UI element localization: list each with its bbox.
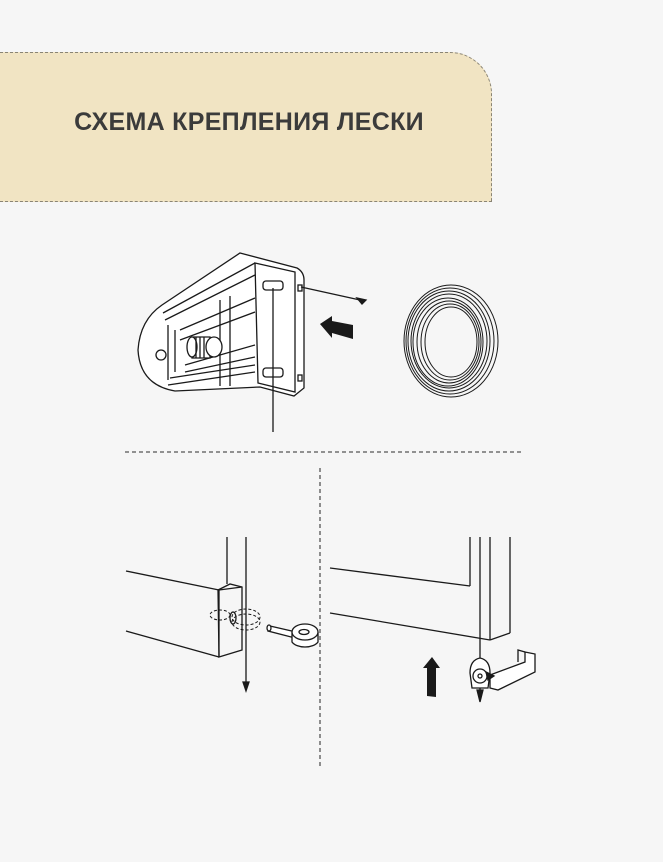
title-banner — [0, 52, 492, 202]
bottom-rail-illustration — [125, 537, 261, 694]
bracket-illustration — [137, 252, 305, 432]
arrow-up-icon — [423, 657, 440, 697]
spool-knob — [186, 336, 223, 359]
screw-icon — [355, 296, 368, 305]
fishing-line — [300, 286, 361, 301]
line-coil — [403, 284, 499, 398]
arrow-left-icon — [320, 316, 353, 339]
window-frame-illustration — [329, 537, 511, 700]
page-title: СХЕМА КРЕПЛЕНИЯ ЛЕСКИ — [74, 108, 424, 136]
eye-bolt-illustration — [266, 623, 319, 648]
tensioner-clip — [469, 649, 536, 703]
